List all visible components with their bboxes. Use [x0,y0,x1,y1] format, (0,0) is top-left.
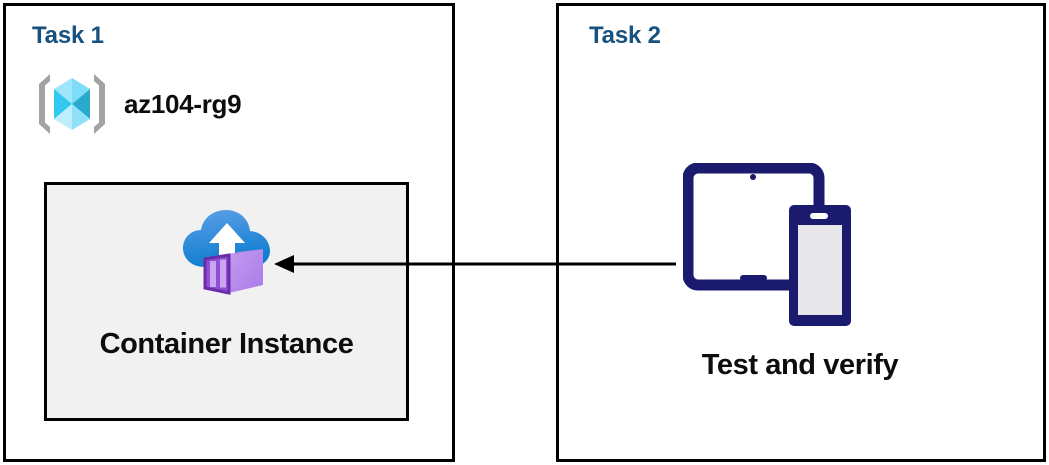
panel-task-1-title: Task 1 [32,22,104,49]
container-instance-icon [182,210,270,295]
test-and-verify-label: Test and verify [701,349,899,381]
resource-group-icon [39,74,105,134]
container-instance-label: Container Instance [99,328,354,360]
resource-group-row: az104-rg9 [34,68,242,140]
container-instance-card: Container Instance [44,182,409,421]
resource-group-label: az104-rg9 [124,88,242,119]
panel-task-1: Task 1 az104-rg9 [3,3,455,462]
devices-icon [683,163,851,326]
panel-task-2-title: Task 2 [589,22,661,49]
